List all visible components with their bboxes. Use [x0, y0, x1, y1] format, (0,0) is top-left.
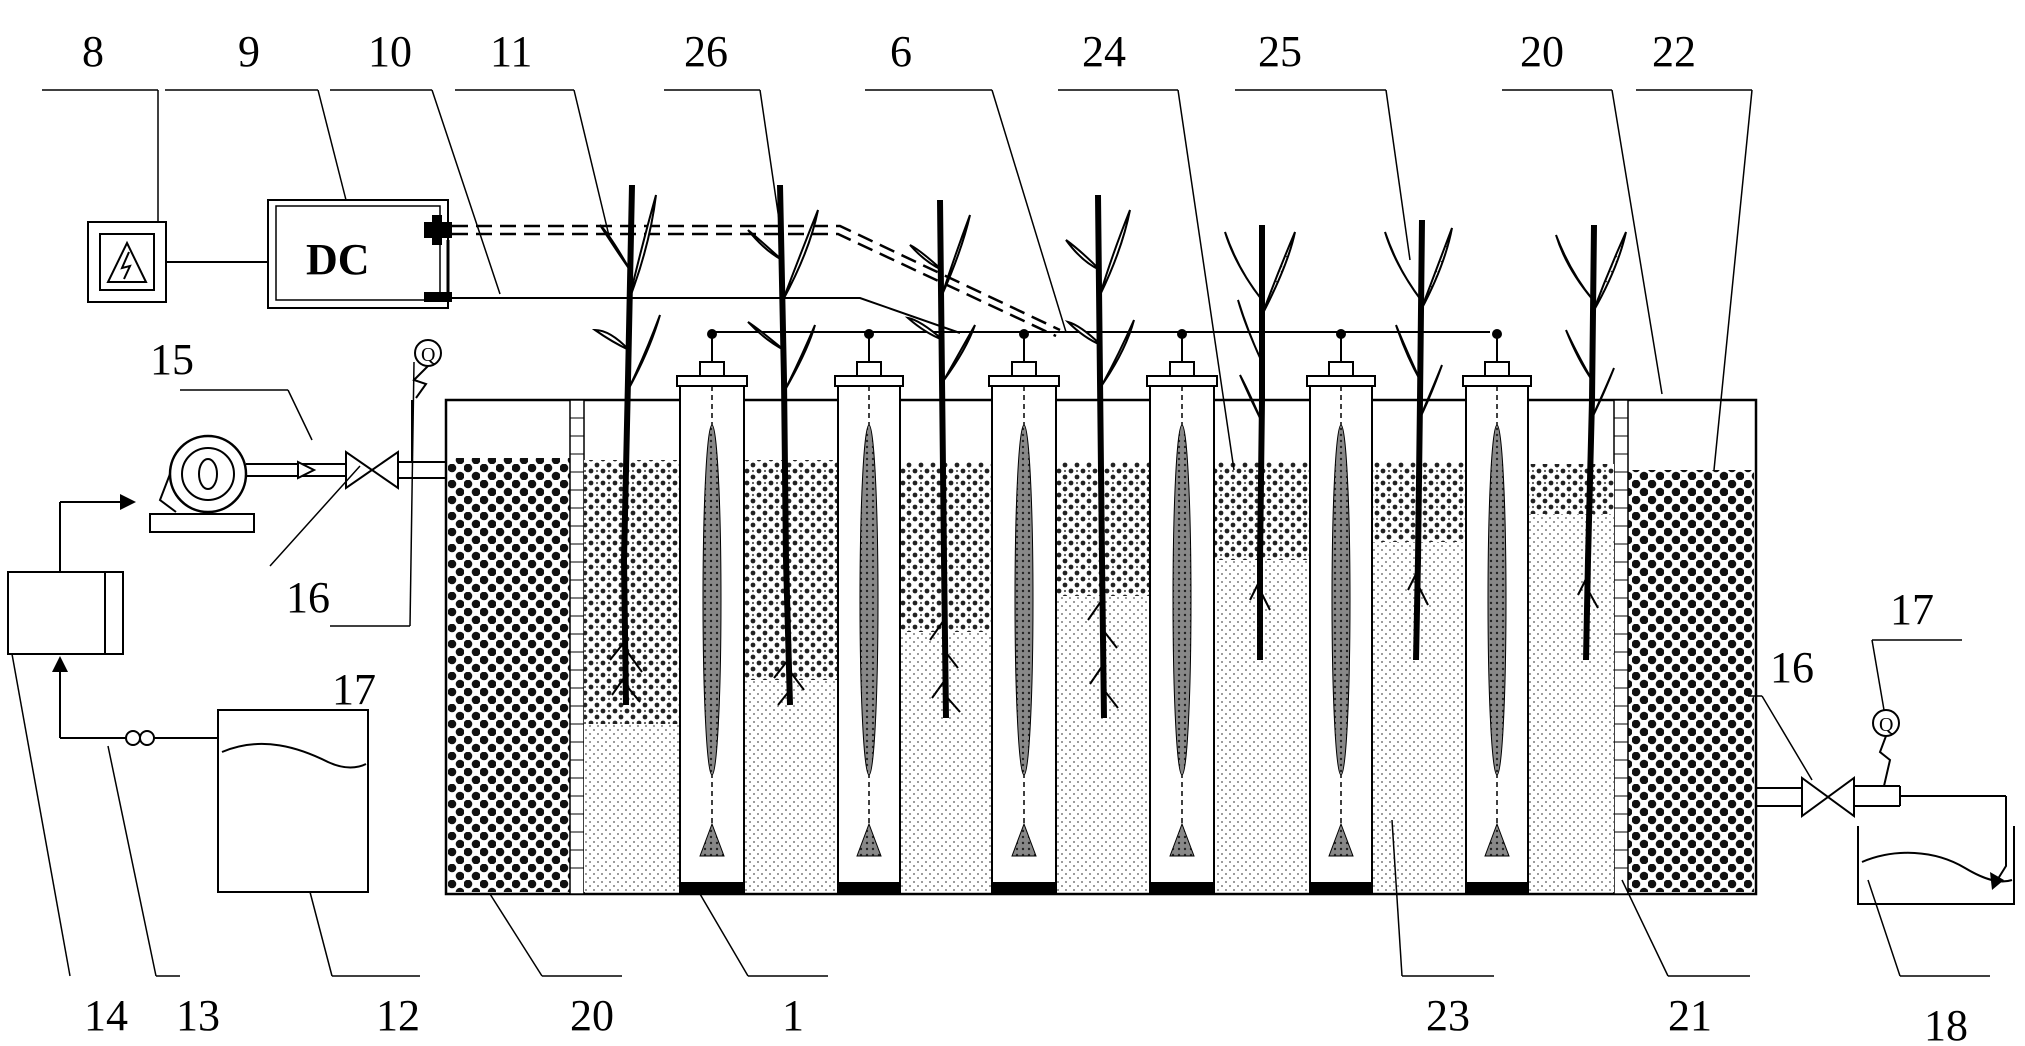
- inlet-zone: [448, 458, 570, 892]
- label-15: 15: [150, 335, 194, 384]
- electrode-tube-6: [1462, 329, 1532, 895]
- outlet-zone: [1628, 470, 1754, 892]
- label-20-top: 20: [1520, 27, 1564, 76]
- label-13: 13: [176, 991, 220, 1040]
- leader-lines: [11, 89, 1990, 977]
- label-14: 14: [84, 991, 128, 1040]
- label-24: 24: [1082, 27, 1126, 76]
- label-9: 9: [238, 27, 260, 76]
- plant-7: [1555, 224, 1627, 661]
- label-12: 12: [376, 991, 420, 1040]
- label-25: 25: [1258, 27, 1302, 76]
- label-20-bottom: 20: [570, 991, 614, 1040]
- power-source: [87, 221, 167, 303]
- plant-2: [747, 184, 819, 706]
- electrode-tube-2: [834, 329, 904, 895]
- label-8: 8: [82, 27, 104, 76]
- perforated-wall-left: [569, 399, 585, 895]
- label-11: 11: [490, 27, 532, 76]
- compartment-1: [584, 460, 680, 892]
- plant-4: [1064, 194, 1135, 719]
- wires: [452, 224, 1490, 338]
- dc-label: DC: [306, 235, 370, 284]
- plant-3: [904, 199, 976, 719]
- outlet-valve: [1801, 776, 1855, 818]
- label-26: 26: [684, 27, 728, 76]
- label-16-left: 16: [286, 573, 330, 622]
- svg-text:Q: Q: [1879, 714, 1894, 736]
- label-21: 21: [1668, 991, 1712, 1040]
- part-labels: 8 9 10 11 26 6 24 25 20 22 15 16 17 16 1…: [82, 27, 1968, 1046]
- mixing-tank: [7, 571, 124, 655]
- label-23: 23: [1426, 991, 1470, 1040]
- label-10: 10: [368, 27, 412, 76]
- flow-meter: [125, 730, 155, 746]
- plant-5: [1224, 225, 1296, 660]
- label-17-tank: 17: [332, 665, 376, 714]
- compartment-7: [1528, 464, 1614, 892]
- electrode-tube-4: [1146, 329, 1218, 895]
- inlet-sampling-gauge: Q: [412, 339, 442, 399]
- peristaltic-pump: [149, 434, 255, 533]
- label-22: 22: [1652, 27, 1696, 76]
- svg-text:Q: Q: [421, 344, 436, 366]
- effluent-tank: [1857, 826, 2015, 905]
- feed-tank: [217, 709, 369, 893]
- label-17-right: 17: [1890, 585, 1934, 634]
- outlet-pipe: [1756, 785, 2007, 890]
- label-6: 6: [890, 27, 912, 76]
- electrode-tube-3: [988, 329, 1060, 895]
- outlet-sampling-gauge: Q: [1872, 709, 1900, 787]
- lightning-icon: [120, 251, 132, 280]
- plant-1: [591, 184, 661, 706]
- electrode-tube-1: [676, 329, 748, 895]
- plant-6: [1384, 219, 1453, 661]
- label-16-right: 16: [1770, 643, 1814, 692]
- label-1: 1: [782, 991, 804, 1040]
- electrode-tube-5: [1306, 329, 1376, 895]
- dc-power-supply: DC: [267, 199, 452, 309]
- label-18: 18: [1924, 1001, 1968, 1046]
- perforated-wall-right: [1613, 399, 1629, 895]
- inlet-valve: [345, 450, 399, 490]
